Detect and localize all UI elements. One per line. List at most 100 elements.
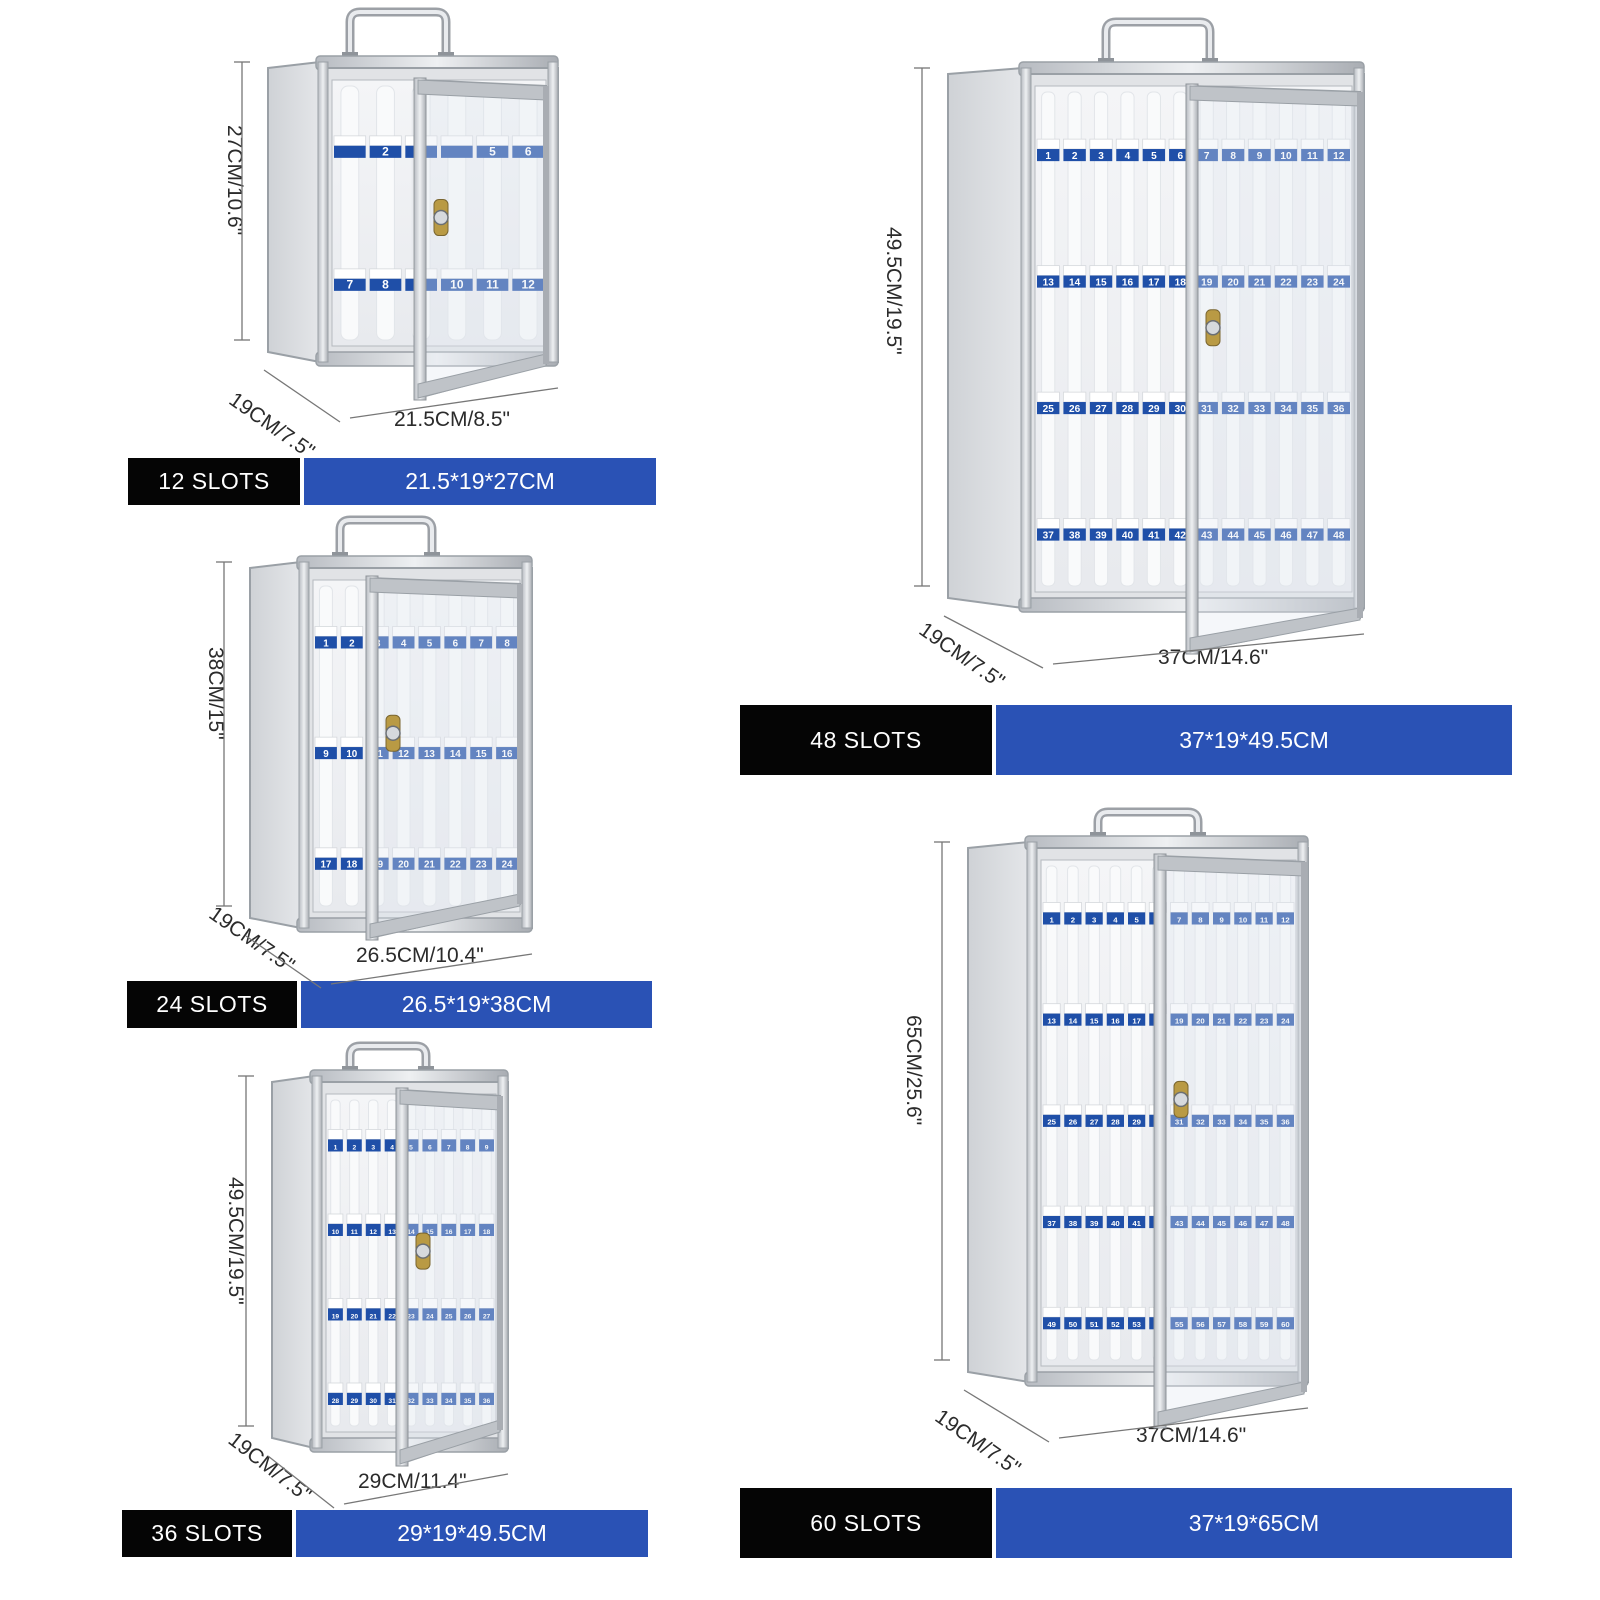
key-tag-number: 13 — [1043, 277, 1055, 288]
key-tag: 5 — [403, 1129, 419, 1152]
key-tag-number: 46 — [1280, 530, 1292, 541]
key-tag-number: 33 — [1217, 1118, 1226, 1127]
key-tag: 21 — [418, 847, 441, 871]
key-tag: 11 — [366, 736, 390, 760]
key-tag: 14 — [443, 736, 467, 760]
key-tag: 23 — [403, 1298, 419, 1321]
key-tag-number: 12 — [369, 1229, 377, 1236]
key-tag-number: 31 — [1201, 404, 1213, 415]
key-tag: 5 — [1142, 138, 1166, 162]
key-tag: 34 — [1233, 1104, 1252, 1127]
slots-label: 48 SLOTS — [740, 705, 992, 775]
key-tag: 57 — [1212, 1306, 1231, 1330]
key-tag: 15 — [469, 736, 493, 760]
key-tag-number: 18 — [1154, 1017, 1163, 1026]
key-tag-number: 2 — [349, 638, 355, 649]
slots-label: 60 SLOTS — [740, 1488, 992, 1558]
key-tag: 5 — [1127, 902, 1146, 925]
key-tag: 9 — [1212, 902, 1231, 925]
key-tag-number: 35 — [1260, 1118, 1269, 1127]
size-label: 26.5*19*38CM — [301, 981, 652, 1028]
key-tag: 43 — [1195, 518, 1219, 541]
key-tag-number: 39 — [1095, 530, 1107, 541]
key-tag: 19 — [1195, 265, 1219, 288]
key-tag: 23 — [1300, 265, 1324, 288]
key-tag: 29 — [1142, 391, 1166, 415]
key-tag: 32 — [403, 1382, 419, 1405]
key-tag: 19 — [327, 1298, 344, 1321]
key-tag-number: 15 — [1095, 277, 1107, 288]
key-tag-number: 3 — [1092, 915, 1097, 924]
depth-dimension: 19CM/7.5" — [930, 1405, 1025, 1481]
key-tag: 52 — [1106, 1306, 1125, 1330]
key-tag: 6 — [1148, 902, 1167, 925]
key-tag-number: 17 — [464, 1229, 472, 1236]
key-tag: 11 — [1255, 902, 1274, 925]
width-dimension: 37CM/14.6" — [1158, 646, 1269, 669]
key-tag-number: 14 — [450, 749, 461, 760]
key-tag-number: 40 — [1111, 1219, 1120, 1228]
key-tag-number: 7 — [346, 278, 353, 292]
height-dimension: 49.5CM/19.5" — [882, 227, 905, 355]
key-tag-number: 32 — [1196, 1118, 1205, 1127]
key-tag: 27 — [1085, 1104, 1104, 1127]
key-tag-number: 6 — [453, 638, 459, 649]
key-tag: 18 — [478, 1213, 495, 1236]
key-tag-number: 48 — [1281, 1219, 1290, 1228]
key-tag: 7 — [440, 1129, 457, 1152]
key-tag-number: 9 — [485, 1144, 489, 1151]
key-tag: 48 — [1276, 1205, 1295, 1229]
key-tag: 16 — [440, 1213, 457, 1236]
key-tag-number: 43 — [1201, 530, 1213, 541]
key-tag: 8 — [459, 1129, 476, 1152]
key-tag: 27 — [1089, 391, 1113, 415]
key-tag-number: 1 — [1045, 151, 1051, 162]
key-tag: 37 — [1036, 518, 1060, 541]
key-tag-number: 19 — [1175, 1017, 1184, 1026]
key-tag: 51 — [1085, 1306, 1104, 1330]
key-tag-number: 15 — [426, 1229, 434, 1236]
key-tag: 15 — [422, 1213, 438, 1236]
lock-icon — [1173, 1080, 1189, 1118]
key-tag-number: 59 — [1260, 1320, 1269, 1329]
key-tag: 2 — [1063, 138, 1087, 162]
key-tag: 32 — [1191, 1104, 1210, 1127]
key-tag: 3 — [404, 135, 438, 159]
width-dimension: 29CM/11.4" — [358, 1470, 467, 1493]
key-tag-number: 10 — [450, 278, 464, 292]
key-tag-number: 2 — [382, 145, 389, 159]
key-tag-number: 44 — [1196, 1219, 1205, 1228]
key-tag-number: 31 — [388, 1398, 396, 1405]
key-tag-number: 33 — [1254, 404, 1266, 415]
key-tag: 38 — [1063, 518, 1087, 541]
key-tag-number: 9 — [1257, 151, 1263, 162]
depth-dimension: 19CM/7.5" — [914, 618, 1009, 694]
key-tag-number: 24 — [1281, 1017, 1290, 1026]
key-tag: 9 — [478, 1129, 495, 1152]
key-tag-number: 29 — [351, 1398, 359, 1405]
glass-door — [1153, 853, 1307, 1429]
key-tag-number: 24 — [502, 860, 513, 871]
key-tag-number: 36 — [483, 1398, 491, 1405]
key-tag-number: 24 — [426, 1313, 434, 1320]
key-tag-number: 21 — [424, 860, 435, 871]
key-tag-number: 23 — [476, 860, 487, 871]
glass-door — [413, 77, 549, 401]
key-tag: 12 — [1327, 138, 1351, 162]
key-tag-number: 7 — [1177, 915, 1181, 924]
key-tag: 55 — [1170, 1306, 1189, 1330]
depth-dimension: 19CM/7.5" — [224, 388, 319, 464]
key-tag: 13 — [1042, 1003, 1061, 1026]
key-tag: 7 — [1170, 902, 1189, 925]
key-tag-number: 19 — [332, 1313, 340, 1320]
key-tag-number: 18 — [346, 860, 357, 871]
key-tag-number: 9 — [323, 749, 329, 760]
key-tag-number: 20 — [1228, 277, 1240, 288]
key-tag-number: 12 — [1333, 151, 1345, 162]
key-tag-number: 13 — [424, 749, 435, 760]
key-tag: 54 — [1148, 1306, 1167, 1330]
key-tag-number: 25 — [1043, 404, 1055, 415]
key-tag-number: 39 — [1090, 1219, 1099, 1228]
key-tag: 4 — [1106, 902, 1125, 925]
